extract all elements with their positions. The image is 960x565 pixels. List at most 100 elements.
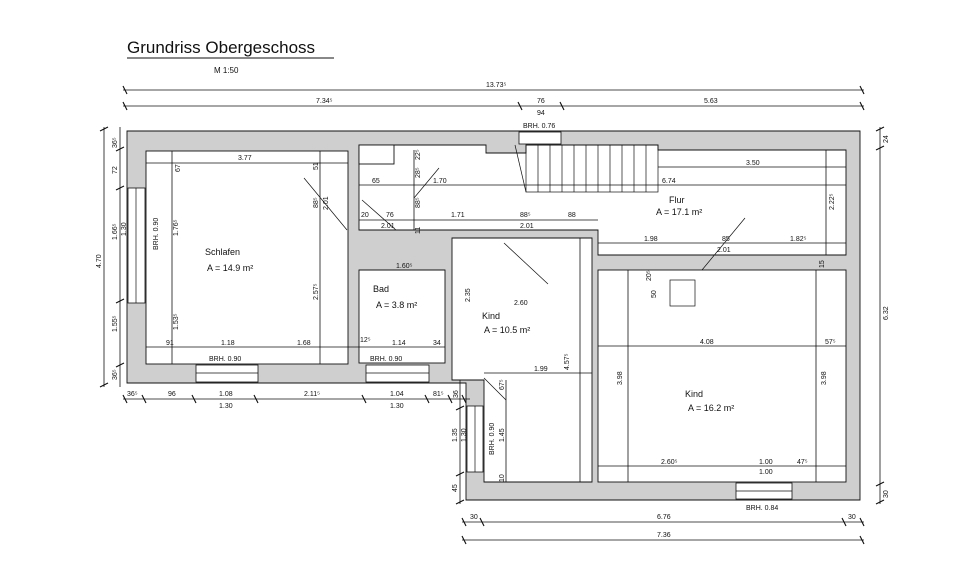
dim-k2-100a: 1.00 (759, 459, 773, 466)
dim-c-170: 1.70 (433, 178, 447, 185)
dim-top-total: 13.73⁵ (486, 82, 507, 89)
room-kind-1 (451, 237, 593, 483)
dim-sch-118: 1.18 (221, 340, 235, 347)
dim-left-3b: 1.30 (121, 222, 128, 236)
windows (127, 131, 793, 500)
dimension-texts: 13.73⁵ 7.34⁵ 76 94 5.63 4.70 36⁵ 72 1.66… (96, 82, 890, 539)
dim-left-4: 1.55⁵ (112, 315, 119, 332)
dim-f-198: 1.98 (644, 236, 658, 243)
room-schlafen (145, 150, 349, 365)
dim-right-total: 6.32 (883, 306, 890, 320)
brh-bedroom-bottom: BRH. 0.90 (209, 356, 241, 363)
dim-lv-1: 1.35 (452, 428, 459, 442)
dim-k2-408: 4.08 (700, 339, 714, 346)
dim-top-mid-a: 76 (537, 98, 545, 105)
dim-k-145: 1.45 (499, 428, 506, 442)
dim-c-285: 28⁵ (415, 167, 422, 178)
brh-bedroom-left: BRH. 0.90 (153, 218, 160, 250)
dim-k2-398b: 3.98 (821, 371, 828, 385)
dim-c-885: 88⁵ (415, 197, 422, 208)
room-area-kind-1: A = 10.5 m² (484, 325, 530, 335)
dim-bot-3: 30 (848, 514, 856, 521)
dim-bath-12: 12⁵ (360, 337, 371, 344)
dim-c-20: 20 (361, 212, 369, 219)
dim-k2-260: 2.60⁵ (661, 459, 678, 466)
dim-left-total: 4.70 (96, 254, 103, 268)
door-swings (303, 167, 746, 401)
room-kind-2 (597, 269, 847, 483)
dim-f-182: 1.82⁵ (790, 236, 807, 243)
dim-c-11: 11 (415, 227, 422, 234)
dim-top-right: 5.63 (704, 98, 718, 105)
dim-k2-20: 20⁵ (646, 270, 653, 281)
dim-k2-50: 50 (651, 290, 658, 298)
room-name-flur: Flur (669, 195, 685, 205)
dim-f-85: 85 (722, 236, 730, 243)
dim-bl-2: 96 (168, 391, 176, 398)
room-area-flur: A = 17.1 m² (656, 207, 702, 217)
dim-left-1: 36⁵ (112, 137, 119, 148)
dim-bath-34: 34 (433, 340, 441, 347)
brh-bath-bottom: BRH. 0.90 (370, 356, 402, 363)
room-bad (358, 269, 446, 364)
interior-dimension-lines (146, 150, 846, 482)
dim-sch-67: 67 (175, 164, 182, 172)
closet (358, 144, 395, 165)
chimney (669, 279, 696, 307)
dim-k2-100b: 1.00 (759, 469, 773, 476)
room-name-bad: Bad (373, 284, 389, 294)
dim-f-222: 2.22⁵ (829, 193, 836, 210)
dim-f-15: 15 (819, 260, 826, 268)
dim-lv-2: 45 (452, 484, 459, 492)
dim-bl-6: 81⁵ (433, 391, 444, 398)
dim-bot-total: 7.36 (657, 532, 671, 539)
dim-k-199: 1.99 (534, 366, 548, 373)
dim-c-886: 88⁵ (520, 212, 531, 219)
room-area-kind-2: A = 16.2 m² (688, 403, 734, 413)
dim-bl-3: 1.08 (219, 391, 233, 398)
room-area-bad: A = 3.8 m² (376, 300, 417, 310)
dim-k-260: 2.60 (514, 300, 528, 307)
dim-c-171: 1.71 (451, 212, 465, 219)
dim-c-201: 2.01 (381, 223, 395, 230)
room-labels: Schlafen A = 14.9 m² Bad A = 3.8 m² Kind… (205, 195, 734, 413)
dim-right-bottom: 30 (883, 490, 890, 498)
plan-title: Grundriss Obergeschoss (127, 38, 315, 57)
room-name-schlafen: Schlafen (205, 247, 240, 257)
dim-bl-5: 1.04 (390, 391, 404, 398)
dim-sch-176: 1.76⁵ (173, 219, 180, 236)
dim-bl-4: 2.11⁵ (304, 391, 320, 398)
dim-sch-w: 3.77 (238, 155, 252, 162)
dim-k-235: 2.35 (465, 288, 472, 302)
dim-sch-886: 88⁵ (313, 197, 320, 208)
dim-f-350: 3.50 (746, 160, 760, 167)
dim-top-left: 7.34⁵ (316, 98, 333, 105)
dim-c-22: 22⁵ (415, 149, 422, 160)
room-name-kind-2: Kind (685, 389, 703, 399)
dim-bl-1: 36⁵ (127, 391, 138, 398)
room-name-kind-1: Kind (482, 311, 500, 321)
dim-lv-1b: 1.30 (461, 428, 468, 442)
room-area-schlafen: A = 14.9 m² (207, 263, 253, 273)
dim-bath-114: 1.14 (392, 340, 406, 347)
dim-bl-5b: 1.30 (390, 403, 404, 410)
dim-c-88: 88 (568, 212, 576, 219)
dim-c-76: 76 (386, 212, 394, 219)
dim-left-3: 1.66⁵ (112, 223, 119, 240)
brh-stair: BRH. 0.76 (523, 123, 555, 130)
staircase (514, 144, 659, 193)
dim-c-65: 65 (372, 178, 380, 185)
dim-sch-201: 2.01 (323, 196, 330, 210)
sill-height-labels: BRH. 0.76 BRH. 0.90 BRH. 0.90 BRH. 0.90 … (153, 123, 778, 512)
dim-sch-153: 1.53⁵ (173, 313, 180, 330)
dim-k-457: 4.57⁵ (564, 353, 571, 370)
brh-kind-left: BRH. 0.90 (489, 423, 496, 455)
dim-top-mid-b: 94 (537, 110, 545, 117)
dim-bl-3b: 1.30 (219, 403, 233, 410)
dim-sch-257: 2.57⁵ (313, 283, 320, 300)
dim-bot-1: 30 (470, 514, 478, 521)
dim-left-2: 72 (112, 166, 119, 174)
dim-sch-168: 1.68 (297, 340, 311, 347)
dim-k-10: 10 (499, 474, 506, 482)
